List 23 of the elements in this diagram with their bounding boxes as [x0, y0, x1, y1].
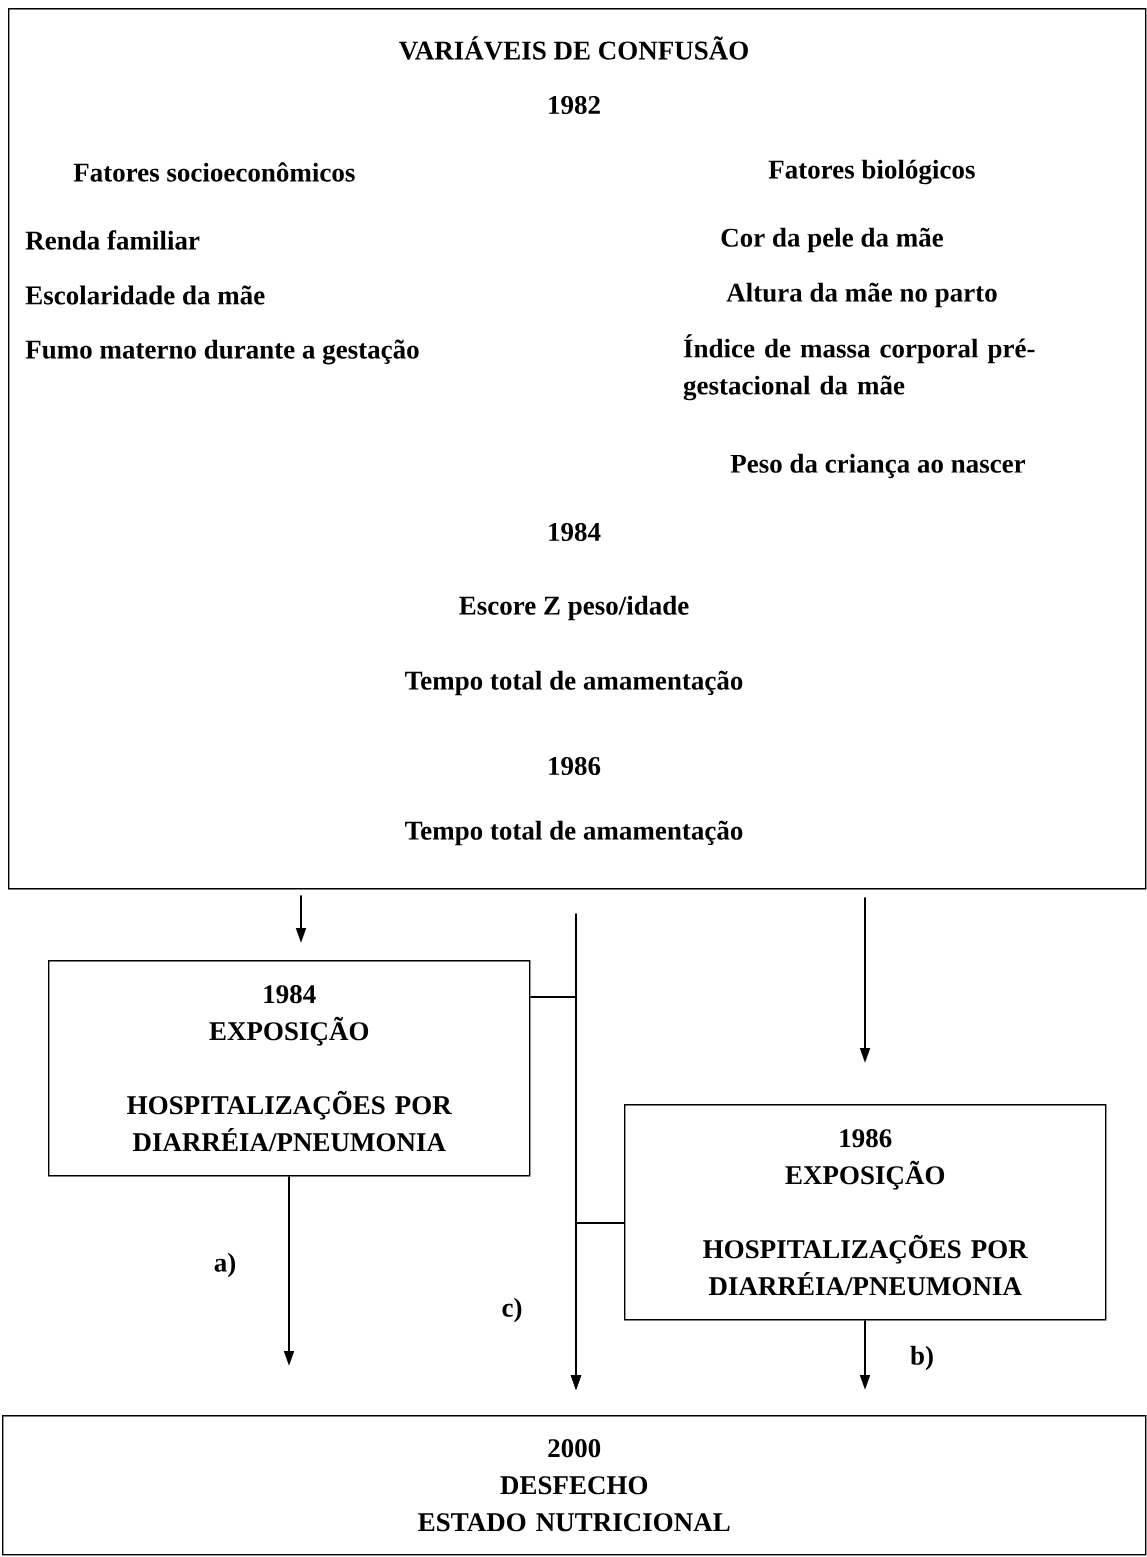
box-heading: VARIÁVEIS DE CONFUSÃO	[399, 36, 748, 60]
edge-label: b)	[910, 1345, 933, 1371]
variable-label: Escore Z peso/idade	[459, 595, 689, 621]
variable-label: Altura da mãe no parto	[726, 282, 997, 308]
exposure-box: 1986 EXPOSIÇÃO HOSPITALIZAÇÕES POR DIARRÉIA/PNEUMONIA	[624, 1104, 1107, 1321]
edge-label: a)	[214, 1252, 236, 1278]
column-heading: Fatores biológicos	[768, 159, 975, 185]
column-heading: Fatores socioeconômicos	[73, 162, 355, 182]
year-label: 1986	[549, 756, 601, 776]
variable-label: Peso da criança ao nascer	[730, 453, 1026, 479]
edge-label: c)	[502, 1297, 522, 1323]
variable-label: Cor da pele da mãe	[721, 227, 943, 253]
variable-label: Fumo materno durante a gestação	[25, 339, 419, 365]
year-label: 1984	[549, 522, 601, 542]
variable-label: Índice de massa corporal pré-gestacional da mãe	[683, 334, 1035, 401]
outcome-box: 2000 DESFECHO ESTADO NUTRICIONAL	[2, 1415, 1147, 1556]
variable-label: Renda familiar	[25, 230, 200, 250]
confounders-box	[8, 8, 1147, 890]
variable-label: Escolaridade da mãe	[25, 285, 265, 305]
year-label: 1982	[549, 95, 600, 115]
exposure-box: 1984 EXPOSIÇÃO HOSPITALIZAÇÕES POR DIARRÉIA/PNEUMONIA	[48, 960, 531, 1177]
variable-label: Tempo total de amamentação	[405, 670, 743, 696]
variable-label: Tempo total de amamentação	[405, 820, 743, 846]
